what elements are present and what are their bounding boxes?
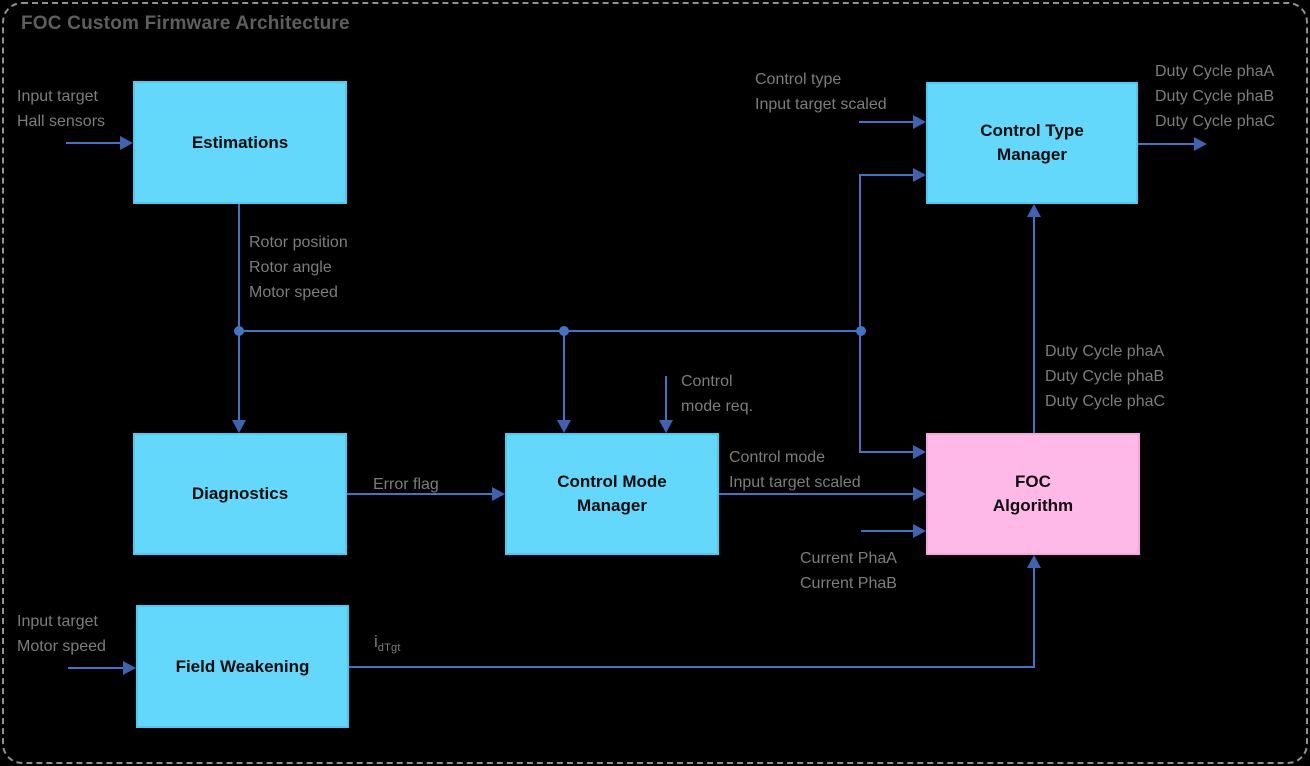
junction-dot-bus-left	[234, 326, 244, 336]
label-id-target: idTgt	[374, 632, 401, 654]
connector-duty-cycle-feedback-line	[1033, 216, 1035, 433]
connector-control-type-input-line	[859, 121, 913, 123]
connector-field-weakening-input-line	[68, 667, 123, 669]
arrowhead-control-type-input-bus	[913, 168, 926, 182]
block-diagnostics: Diagnostics	[133, 433, 347, 555]
arrowhead-error-flag	[492, 487, 505, 501]
arrowhead-control-type-input-duty	[1027, 204, 1041, 217]
connector-riser-to-control-type-line	[860, 174, 913, 176]
label-duty-cycle-feedback: Duty Cycle phaA Duty Cycle phaB Duty Cyc…	[1045, 343, 1166, 410]
block-estimations: Estimations	[133, 81, 347, 204]
label-duty-cycle-outputs: Duty Cycle phaA Duty Cycle phaB Duty Cyc…	[1155, 63, 1276, 130]
label-control-type-inputs: Control type Input target scaled	[755, 71, 887, 113]
arrowhead-foc-input-id-target	[1027, 555, 1041, 568]
arrowhead-control-type-input	[913, 115, 926, 129]
connector-id-target-vertical-line	[1033, 567, 1035, 667]
label-current-inputs: Current PhaA Current PhaB	[800, 550, 897, 592]
diagram-title: FOC Custom Firmware Architecture	[21, 13, 350, 34]
connector-estimations-input-line	[66, 142, 120, 144]
block-control-type-manager-label: Control Type Manager	[980, 121, 1084, 164]
connector-estimations-to-diagnostics-line	[238, 204, 240, 420]
block-field-weakening-label: Field Weakening	[175, 656, 310, 676]
arrowhead-control-mode-input-bus	[557, 420, 571, 433]
connector-control-mode-request-line	[665, 376, 667, 420]
connector-control-mode-output-line	[719, 493, 913, 495]
connector-bus-to-control-mode-line	[563, 331, 565, 420]
connector-id-target-horizontal-line	[349, 666, 1035, 668]
block-control-type-manager: Control Type Manager	[926, 82, 1138, 204]
label-estimations-outputs: Rotor position Rotor angle Motor speed	[249, 234, 348, 301]
label-id-target-sub: dTgt	[377, 642, 401, 654]
connector-current-input-line	[861, 530, 913, 532]
connector-error-flag-line	[347, 493, 492, 495]
label-control-mode-outputs: Control mode Input target scaled	[729, 449, 861, 491]
block-foc-algorithm: FOC Algorithm	[926, 433, 1140, 555]
arrowhead-foc-input-control-mode	[913, 487, 926, 501]
arrowhead-control-type-output	[1194, 137, 1207, 151]
connector-riser-to-foc-line	[860, 451, 913, 453]
block-control-mode-manager: Control Mode Manager	[505, 433, 719, 555]
label-error-flag: Error flag	[373, 476, 439, 493]
arrowhead-control-mode-request	[659, 420, 673, 433]
arrowhead-field-weakening-input	[123, 661, 136, 675]
label-control-mode-request: Control mode req.	[681, 373, 754, 415]
block-estimations-label: Estimations	[191, 132, 289, 152]
junction-dot-bus-right	[856, 326, 866, 336]
arrowhead-diagnostics-input	[232, 420, 246, 433]
arrowhead-foc-input-bus	[913, 445, 926, 459]
label-field-weakening-inputs: Input target Motor speed	[17, 613, 106, 655]
block-control-mode-manager-label: Control Mode Manager	[557, 472, 667, 515]
arrowhead-estimations-input	[120, 136, 133, 150]
connector-bus-riser-line	[859, 174, 861, 453]
block-foc-algorithm-label: FOC Algorithm	[992, 472, 1074, 515]
label-estimations-inputs: Input target Hall sensors	[17, 88, 106, 130]
label-id-target-base: i	[374, 632, 378, 651]
connector-control-type-output-line	[1138, 143, 1194, 145]
block-field-weakening: Field Weakening	[136, 605, 349, 728]
arrowhead-foc-input-current	[913, 524, 926, 538]
connector-rotor-bus-line	[238, 330, 862, 332]
block-diagnostics-label: Diagnostics	[191, 484, 289, 503]
